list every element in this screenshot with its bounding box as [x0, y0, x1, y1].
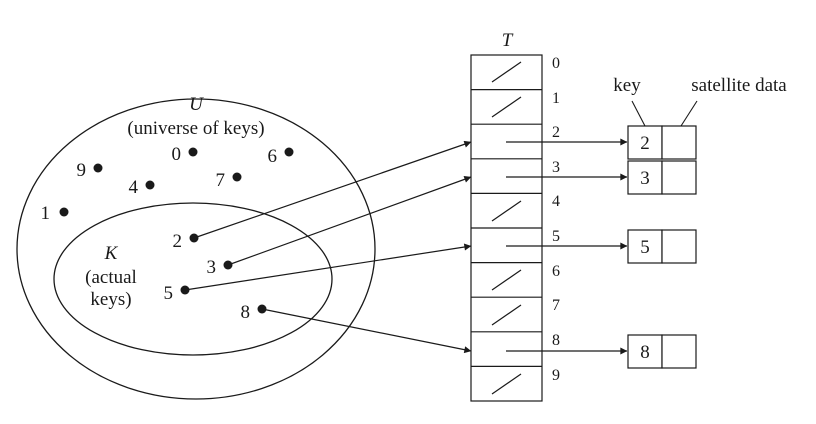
satellite-cell	[661, 229, 697, 264]
key-dot	[284, 147, 294, 157]
key-dot	[188, 147, 198, 157]
arrow-key-8-to-slot-8	[261, 308, 472, 354]
nil-slash-slot-9	[491, 373, 522, 395]
nil-slash-slot-4	[491, 200, 522, 222]
satellite-data-label: satellite data	[691, 75, 787, 96]
svg-text:2: 2	[173, 231, 183, 252]
actual-key-2: 2	[173, 231, 199, 252]
slot-index: 0	[552, 55, 560, 72]
element-box-5: 5	[627, 229, 697, 264]
svg-text:8: 8	[241, 302, 251, 323]
element-key: 3	[640, 168, 650, 189]
svg-text:0: 0	[172, 144, 182, 165]
arrow-key-2-to-slot-2	[193, 140, 472, 239]
arrow-key-5-to-slot-5	[184, 243, 472, 291]
actual-key-5: 5	[164, 283, 190, 304]
actual-keys-symbol: K	[104, 243, 119, 264]
element-box-8: 8	[627, 334, 697, 369]
universe-ellipse	[16, 98, 376, 400]
universe-key-9: 9	[77, 160, 103, 181]
key-label-pointer	[631, 100, 646, 127]
key-dot	[145, 180, 155, 190]
element-key: 5	[640, 237, 650, 258]
slot-index: 9	[552, 367, 560, 384]
svg-text:3: 3	[207, 257, 217, 278]
actual-keys-ellipse	[53, 202, 333, 356]
key-dot	[232, 172, 242, 182]
universe-key-6: 6	[268, 146, 294, 167]
universe-key-4: 4	[129, 177, 155, 198]
slot-index: 6	[552, 263, 560, 280]
actual-keys-caption-line2: keys)	[90, 289, 131, 310]
svg-text:6: 6	[268, 146, 278, 167]
slot-index: 1	[552, 90, 560, 107]
actual-key-8: 8	[241, 302, 267, 323]
universe-key-7: 7	[216, 170, 242, 191]
universe-key-1: 1	[41, 203, 69, 224]
key-dot	[93, 163, 103, 173]
slot-index: 4	[552, 193, 560, 210]
slot-index: 2	[552, 124, 560, 141]
slot-indices: 0 1 2 3 4 5 6 7 8 9	[552, 55, 560, 384]
nil-slash-slot-0	[491, 61, 522, 83]
key-dot	[59, 207, 69, 217]
satellite-label-pointer	[680, 100, 698, 127]
actual-keys-caption-line1: (actual	[85, 267, 137, 288]
nil-slash-slot-1	[491, 96, 522, 118]
universe-caption: (universe of keys)	[127, 118, 264, 139]
satellite-cell	[661, 334, 697, 369]
nil-slash-slot-6	[491, 269, 522, 291]
element-key: 8	[640, 342, 650, 363]
slot-index: 8	[552, 332, 560, 349]
satellite-cell	[661, 125, 697, 160]
universe-symbol: U	[189, 94, 204, 115]
svg-text:7: 7	[216, 170, 226, 191]
actual-key-3: 3	[207, 257, 233, 278]
slot-index: 3	[552, 159, 560, 176]
table-name: T	[502, 30, 514, 51]
svg-text:1: 1	[41, 203, 51, 224]
satellite-cell	[661, 160, 697, 195]
element-box-2: 2	[627, 125, 697, 160]
svg-text:4: 4	[129, 177, 139, 198]
svg-text:5: 5	[164, 283, 174, 304]
svg-text:9: 9	[77, 160, 87, 181]
nil-slash-slot-7	[491, 304, 522, 326]
hash-table	[470, 54, 628, 402]
arrow-key-3-to-slot-3	[227, 175, 472, 266]
element-key: 2	[640, 133, 650, 154]
slot-index: 5	[552, 228, 560, 245]
element-box-3: 3	[627, 160, 697, 195]
slot-index: 7	[552, 297, 560, 314]
key-label: key	[613, 75, 641, 96]
universe-key-0: 0	[172, 144, 198, 165]
